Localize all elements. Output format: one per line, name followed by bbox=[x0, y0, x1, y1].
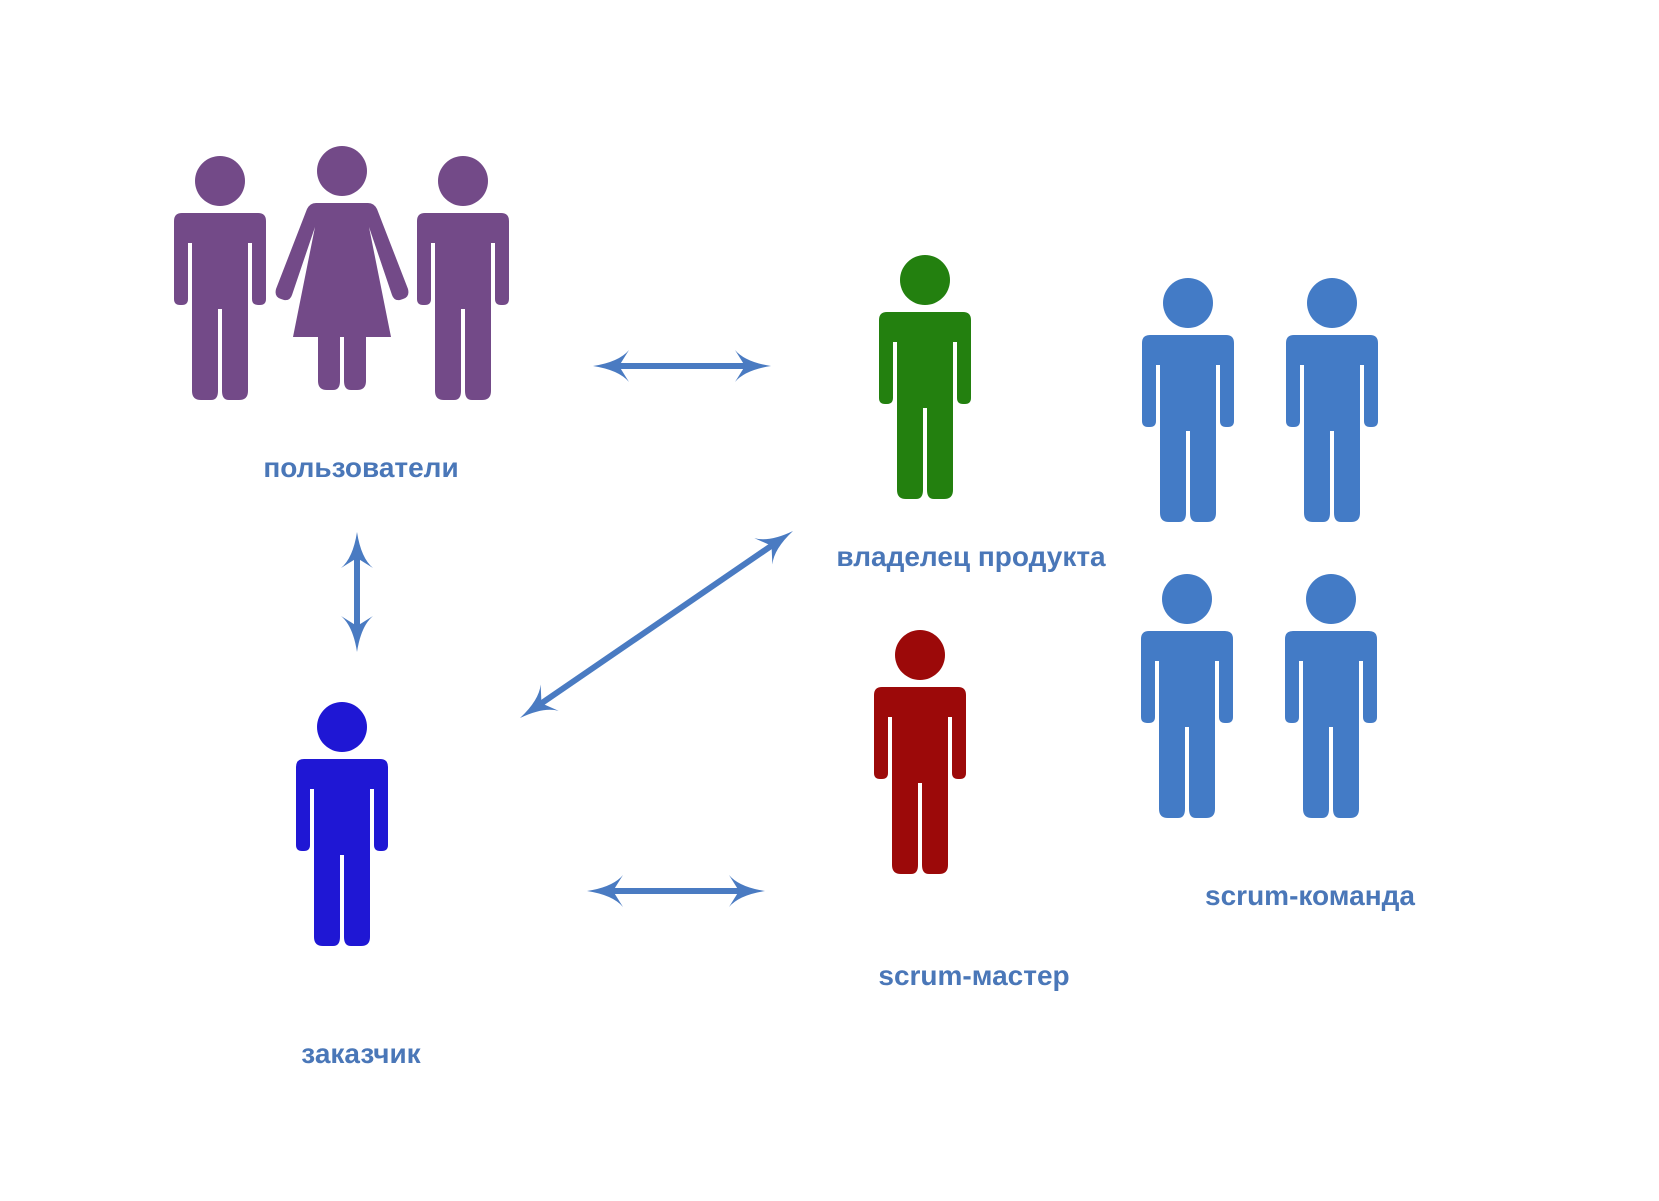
product-owner-label: владелец продукта bbox=[836, 541, 1106, 572]
arrow-customer-product-owner bbox=[520, 531, 793, 718]
users-group bbox=[174, 146, 509, 400]
customer-label: заказчик bbox=[301, 1038, 421, 1069]
user-female-icon bbox=[275, 146, 409, 390]
arrow-users-product-owner bbox=[593, 350, 771, 382]
arrow-users-customer-head-start bbox=[341, 532, 373, 568]
team-member-icon-4 bbox=[1285, 574, 1377, 818]
arrow-customer-scrum-master-head-end bbox=[729, 875, 765, 907]
arrow-users-customer bbox=[341, 532, 373, 652]
scrum-master-icon bbox=[874, 630, 966, 874]
scrum-team-group bbox=[1141, 278, 1378, 818]
arrow-customer-product-owner-shaft bbox=[538, 542, 775, 707]
arrow-users-customer-head-end bbox=[341, 616, 373, 652]
arrow-customer-product-owner-head-start bbox=[520, 684, 559, 718]
team-member-icon-3 bbox=[1141, 574, 1233, 818]
user-male-icon-1 bbox=[174, 156, 266, 400]
arrow-customer-product-owner-head-end bbox=[754, 531, 793, 565]
scrum-team-label: scrum-команда bbox=[1205, 880, 1415, 911]
customer-icon bbox=[296, 702, 388, 946]
arrow-customer-scrum-master bbox=[587, 875, 765, 907]
users-label: пользователи bbox=[263, 452, 458, 483]
user-male-icon-2 bbox=[417, 156, 509, 400]
product-owner-icon bbox=[879, 255, 971, 499]
scrum-master-label: scrum-мастер bbox=[878, 960, 1069, 991]
team-member-icon-1 bbox=[1142, 278, 1234, 522]
arrow-users-product-owner-head-end bbox=[735, 350, 771, 382]
arrow-users-product-owner-head-start bbox=[593, 350, 629, 382]
arrows-layer bbox=[341, 350, 793, 907]
team-member-icon-2 bbox=[1286, 278, 1378, 522]
arrow-customer-scrum-master-head-start bbox=[587, 875, 623, 907]
